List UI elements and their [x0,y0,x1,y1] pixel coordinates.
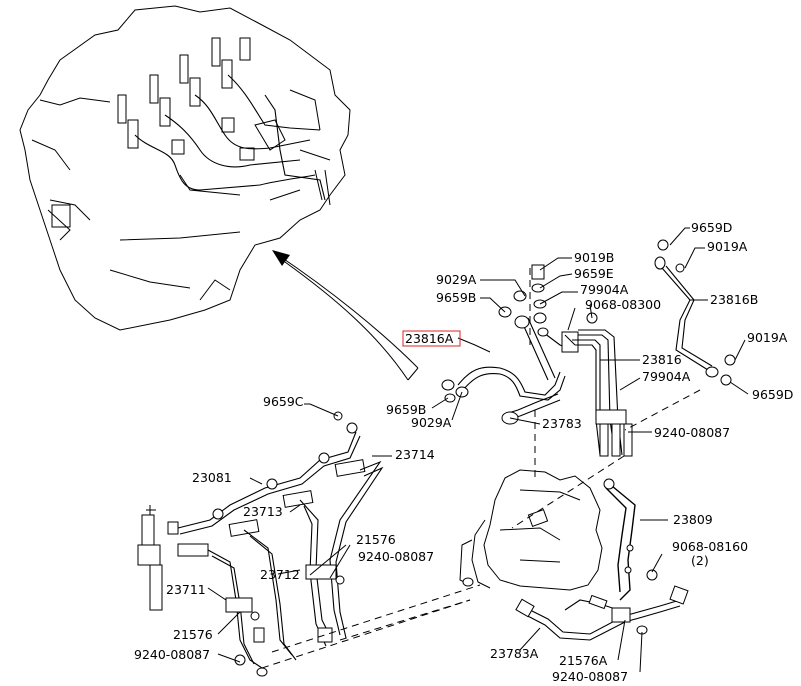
detail-arrow [272,250,419,381]
label-9240-08087-b: 9240-08087 [358,549,434,564]
label-9659E: 9659E [574,266,614,281]
label-23809: 23809 [673,512,713,527]
label-9240-08087-d: 9240-08087 [552,669,628,684]
label-79904A-top: 79904A [580,282,629,297]
label-23783: 23783 [542,416,582,431]
label-9659B-left: 9659B [386,402,426,417]
label-21576-b: 21576 [173,627,213,642]
highlight-box-23816A [402,330,461,347]
label-9659C: 9659C [263,394,304,409]
label-9240-08087-mid: 9240-08087 [654,425,730,440]
label-9029A-left: 9029A [411,415,452,430]
label-9068-08160-qty: (2) [691,553,709,568]
label-9068-08300: 9068-08300 [585,297,661,312]
label-9659D: 9659D [691,220,732,235]
lower-left-pipe-assembly [137,403,392,677]
label-9029A-top: 9029A [436,272,477,287]
label-9019B: 9019B [574,250,614,265]
label-23783A: 23783A [490,646,539,661]
label-21576-a: 21576 [356,532,396,547]
label-23714: 23714 [395,447,435,462]
label-23081: 23081 [192,470,232,485]
label-9659D-right: 9659D [752,387,793,402]
injection-pump-illustration [459,469,689,673]
label-23816A: 23816A [405,331,454,346]
engine-overview-illustration [19,5,351,331]
label-9068-08160: 9068-08160 [672,539,748,554]
label-21576A: 21576A [559,653,608,668]
label-23712: 23712 [260,567,300,582]
reference-lines [261,268,701,669]
label-9240-08087-c: 9240-08087 [134,647,210,662]
label-23816: 23816 [642,352,682,367]
label-9659B-top: 9659B [436,290,476,305]
label-9019A-top: 9019A [707,239,748,254]
label-23711: 23711 [166,582,206,597]
label-23816B: 23816B [710,292,758,307]
label-23713: 23713 [243,504,283,519]
upper-right-pipe-assembly [431,227,749,457]
label-9019A-right: 9019A [747,330,788,345]
label-79904A-mid: 79904A [642,369,691,384]
part-labels: 9659D 9019A 9019B 9029A 9659E 79904A 965… [134,220,793,684]
